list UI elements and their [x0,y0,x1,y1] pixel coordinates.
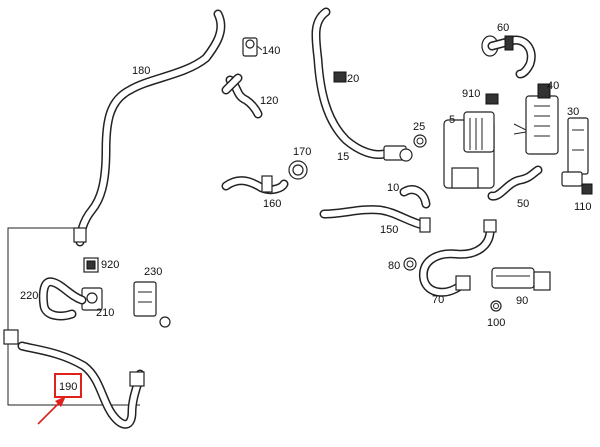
hose-120 [221,73,263,119]
part-label-100: 100 [487,317,505,329]
hose-150 [319,205,431,233]
part-label-50: 50 [517,198,529,210]
hose-190 [3,329,145,429]
tube-60 [481,35,536,79]
part-label-120: 120 [260,95,278,107]
valve-140 [242,37,263,57]
part-labels: 180 140 120 20 60 40 910 5 25 30 170 15 … [20,22,592,329]
part-label-140: 140 [262,45,280,57]
part-label-15: 15 [337,151,349,163]
connector-25 [383,134,427,162]
hose-15 [311,7,389,159]
part-label-160: 160 [263,198,281,210]
hose-160 [221,175,289,195]
part-label-110: 110 [574,201,592,213]
hose-180 [73,9,226,247]
highlight-arrow-head [55,396,66,407]
valve-assembly-210 [38,277,103,321]
heater-unit-5 [443,93,499,189]
part-label-5: 5 [449,114,455,126]
hose-10 [399,185,431,209]
part-label-170: 170 [293,146,311,158]
part-label-150: 150 [380,224,398,236]
part-label-60: 60 [497,22,509,34]
bracket-30 [561,117,589,187]
part-label-10: 10 [387,182,399,194]
bracket-40 [513,83,559,155]
highlight-190: 190 [37,373,82,425]
part-label-80: 80 [388,260,400,272]
clip-110 [581,183,593,195]
part-label-920: 920 [101,259,119,271]
ring-170 [288,160,308,180]
hose-clamp [73,227,87,243]
bracket-230 [133,281,171,328]
sensor-90 [491,267,551,291]
part-label-70: 70 [432,294,444,306]
part-label-30: 30 [567,106,579,118]
hose-70 [418,219,497,297]
line-50 [487,165,543,201]
part-label-25: 25 [413,121,425,133]
part-label-40: 40 [547,80,559,92]
highlight-arrow-line [37,401,61,425]
part-label-90: 90 [516,295,528,307]
part-label-20: 20 [347,73,359,85]
part-label-910: 910 [462,88,480,100]
clip-20 [333,71,347,83]
ring-80 [403,257,417,271]
highlight-box [54,373,82,398]
ring-100 [490,300,502,312]
leader-bracket [7,227,140,406]
part-label-230: 230 [144,266,162,278]
part-label-210: 210 [96,307,114,319]
valve-920 [83,257,99,273]
part-label-180: 180 [132,65,150,77]
part-label-220: 220 [20,290,38,302]
part-label-190: 190 [59,381,77,393]
